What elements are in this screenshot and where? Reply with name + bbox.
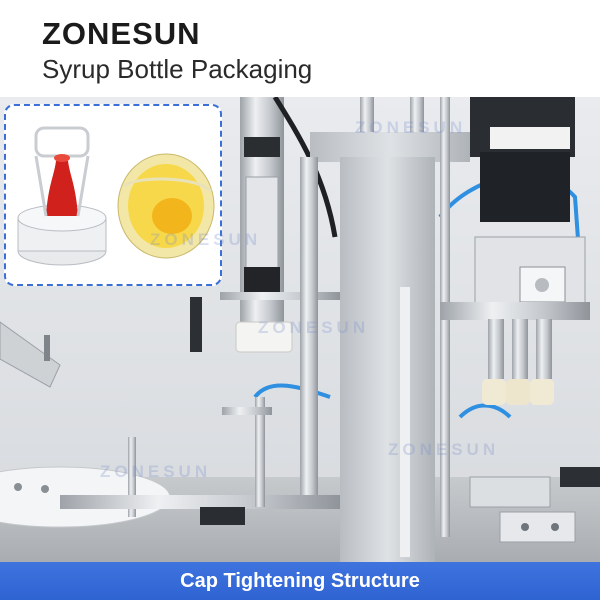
product-subtitle: Syrup Bottle Packaging <box>42 54 313 84</box>
cap-detail-inset <box>4 104 222 286</box>
red-spout-cap <box>17 126 107 266</box>
brand-title: ZONESUN <box>42 16 201 51</box>
caption-label: Cap Tightening Structure <box>180 569 420 592</box>
caption-bar: Cap Tightening Structure <box>0 562 600 600</box>
machine-photo <box>0 97 600 562</box>
machine-illustration <box>0 97 600 562</box>
yellow-cap <box>117 153 215 259</box>
cap-samples <box>17 126 215 266</box>
